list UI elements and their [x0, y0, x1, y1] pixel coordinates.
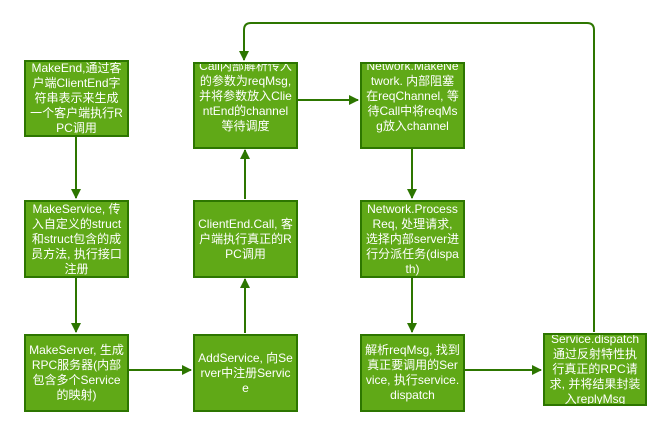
node-label: MakeServer, 生成RPC服务器(内部包含多个Service的映射): [29, 343, 124, 402]
node-process-req: Network.ProcessReq, 处理请求, 选择内部server进行分派…: [360, 200, 465, 278]
node-parse-reqmsg: 解析reqMsg, 找到真正要调用的Service, 执行service.dis…: [360, 334, 465, 412]
node-label: MakeEnd,通过客户端ClientEnd字符串表示来生成一个客户端执行RPC…: [30, 61, 123, 135]
node-add-service: AddService, 向Server中注册Service: [193, 334, 298, 412]
edge-service-dispatch-to-call-internal: [239, 22, 595, 332]
node-call-internal: Call内部解析传入的参数为reqMsg, 并将参数放入ClientEnd的ch…: [193, 62, 298, 149]
node-label: MakeService, 传入自定义的struct和struct包含的成员方法,…: [31, 201, 122, 276]
node-make-service: MakeService, 传入自定义的struct和struct包含的成员方法,…: [24, 200, 129, 278]
node-label: Network.MakeNetwork. 内部阻塞在reqChannel, 等待…: [366, 62, 459, 133]
node-label: 解析reqMsg, 找到真正要调用的Service, 执行service.dis…: [365, 343, 460, 402]
node-label: Service.dispatch通过反射特性执行真正的RPC请求, 并将结果封装…: [549, 333, 641, 406]
node-make-server: MakeServer, 生成RPC服务器(内部包含多个Service的映射): [24, 334, 129, 412]
node-label: Call内部解析传入的参数为reqMsg, 并将参数放入ClientEnd的ch…: [199, 62, 292, 133]
node-label: AddService, 向Server中注册Service: [198, 350, 293, 395]
node-make-network: Network.MakeNetwork. 内部阻塞在reqChannel, 等待…: [360, 62, 465, 149]
node-service-dispatch: Service.dispatch通过反射特性执行真正的RPC请求, 并将结果封装…: [543, 333, 647, 406]
node-label: Network.ProcessReq, 处理请求, 选择内部server进行分派…: [365, 201, 460, 276]
node-client-end-call: ClientEnd.Call, 客户端执行真正的RPC调用: [193, 200, 298, 278]
node-make-end: MakeEnd,通过客户端ClientEnd字符串表示来生成一个客户端执行RPC…: [24, 60, 129, 137]
node-label: ClientEnd.Call, 客户端执行真正的RPC调用: [198, 216, 293, 261]
